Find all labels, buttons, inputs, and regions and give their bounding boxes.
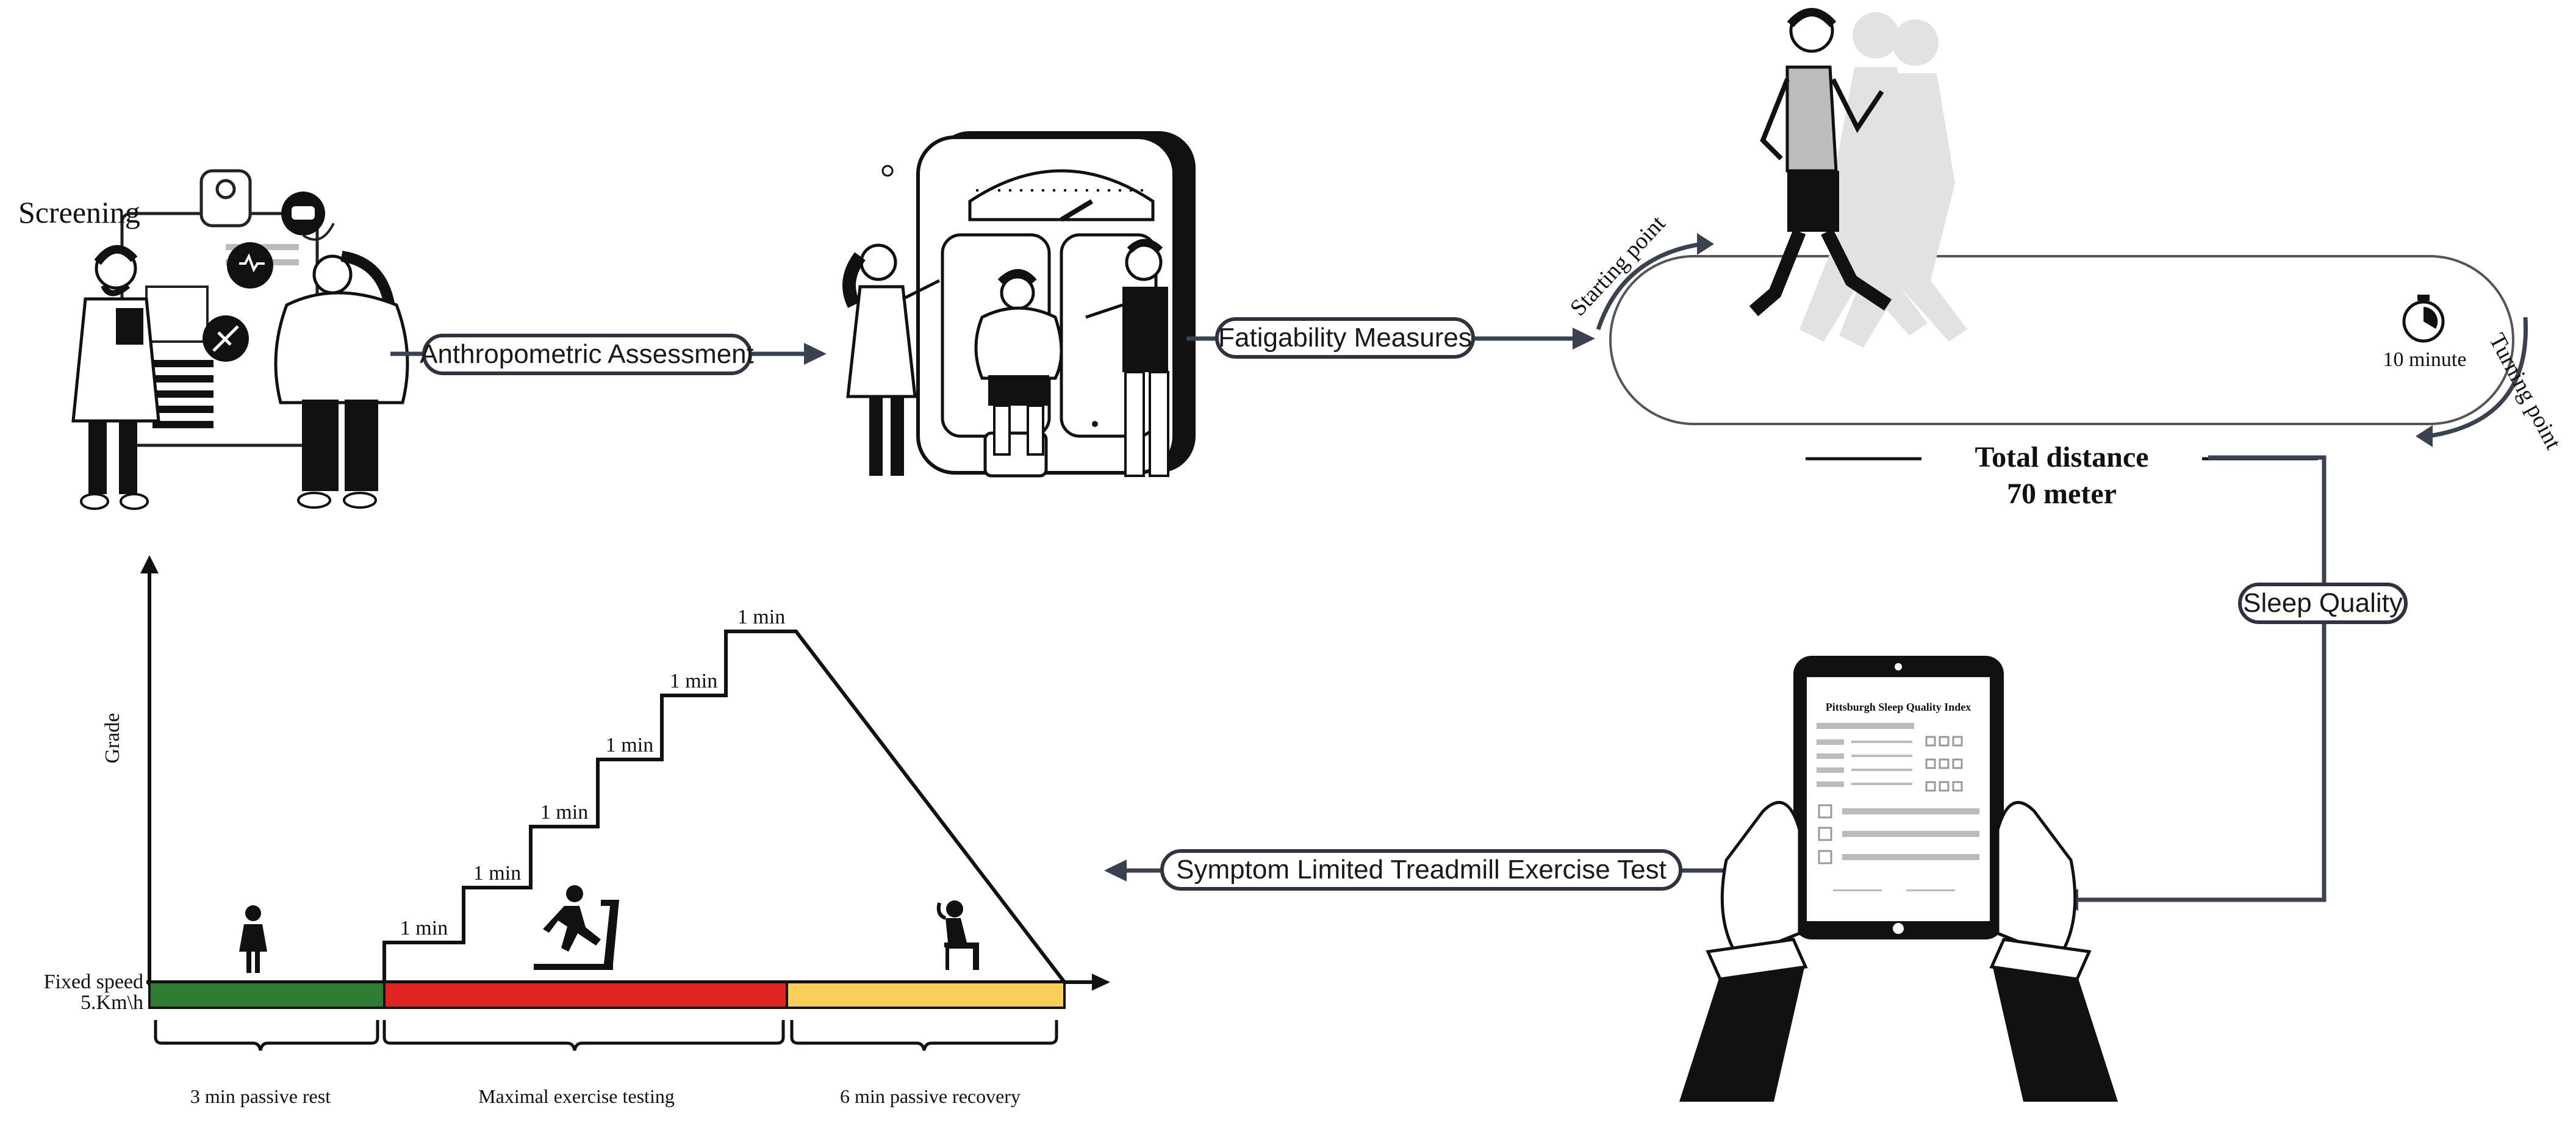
grade-profile — [382, 630, 1066, 983]
walker-ghosts — [1799, 12, 1967, 348]
step-label-1: 1 min — [400, 917, 448, 939]
questionnaire-checkboxes — [1818, 736, 1963, 864]
treadmill-label: Symptom Limited Treadmill Exercise Test — [1176, 855, 1667, 885]
step-label-4: 1 min — [606, 734, 653, 756]
connector-fatigability: Fatigability Measures — [1186, 317, 1595, 359]
anthropometric-label: Anthropometric Assessment — [420, 339, 754, 369]
walk-test-track: 10 minute Starting point Turning point T… — [1565, 8, 2566, 510]
heart-monitor-icon — [227, 242, 273, 289]
fatigability-label: Fatigability Measures — [1218, 323, 1472, 353]
connector-anthropometric: Anthropometric Assessment — [390, 334, 827, 375]
patient-figure — [274, 251, 409, 509]
connector-sleep: Sleep Quality — [2056, 455, 2408, 911]
psqi-title: Pittsburgh Sleep Quality Index — [1826, 701, 1971, 713]
y-axis-label: Grade — [101, 713, 124, 763]
fixed-speed-label: Fixed speed — [44, 971, 143, 993]
stopwatch-icon — [2402, 295, 2445, 343]
phase-label-exercise: Maximal exercise testing — [478, 1085, 675, 1107]
total-distance-label: Total distance — [1975, 441, 2149, 473]
phase-bar-rest — [148, 981, 386, 1009]
anthropometric-pill: Anthropometric Assessment — [420, 334, 754, 375]
treadmill-pill: Symptom Limited Treadmill Exercise Test — [1160, 849, 1682, 891]
standing-person-icon — [239, 905, 267, 973]
phase-bar-recovery — [786, 981, 1066, 1009]
sleep-pill: Sleep Quality — [2238, 583, 2408, 624]
doctor-figure — [71, 245, 160, 510]
scale-illustration — [842, 131, 1196, 478]
step-label-3: 1 min — [540, 801, 588, 824]
connector-treadmill: Symptom Limited Treadmill Exercise Test — [1104, 849, 1738, 891]
treadmill-runner-icon — [534, 885, 619, 970]
phase-bar-exercise — [383, 981, 788, 1009]
step-label-2: 1 min — [473, 862, 521, 885]
duration-label: 10 minute — [2383, 348, 2467, 371]
fatigability-pill: Fatigability Measures — [1215, 317, 1475, 359]
screening-label: Screening — [18, 195, 140, 229]
total-distance-value: 70 meter — [2007, 478, 2117, 510]
step-label-5: 1 min — [670, 670, 717, 692]
brace-recovery — [790, 1020, 1058, 1051]
phase-label-recovery: 6 min passive recovery — [840, 1085, 1021, 1107]
fixed-speed-value: 5.Km\h — [81, 991, 143, 1014]
walker-figure — [1749, 8, 1892, 317]
screening-illustration: Screening — [18, 169, 409, 510]
tablet-illustration: Pittsburgh Sleep Quality Index — [1679, 656, 2118, 1102]
protocol-chart: Grade Fixed speed 5.Km\h 1 min 1 min 1 m… — [44, 555, 1110, 1107]
brace-rest — [154, 1020, 379, 1051]
questionnaire-lines — [1817, 723, 1979, 891]
sleep-label: Sleep Quality — [2243, 588, 2403, 618]
phase-label-rest: 3 min passive rest — [190, 1085, 331, 1107]
seated-person-icon — [936, 900, 979, 970]
brace-exercise — [382, 1020, 785, 1051]
step-label-6: 1 min — [737, 606, 785, 628]
